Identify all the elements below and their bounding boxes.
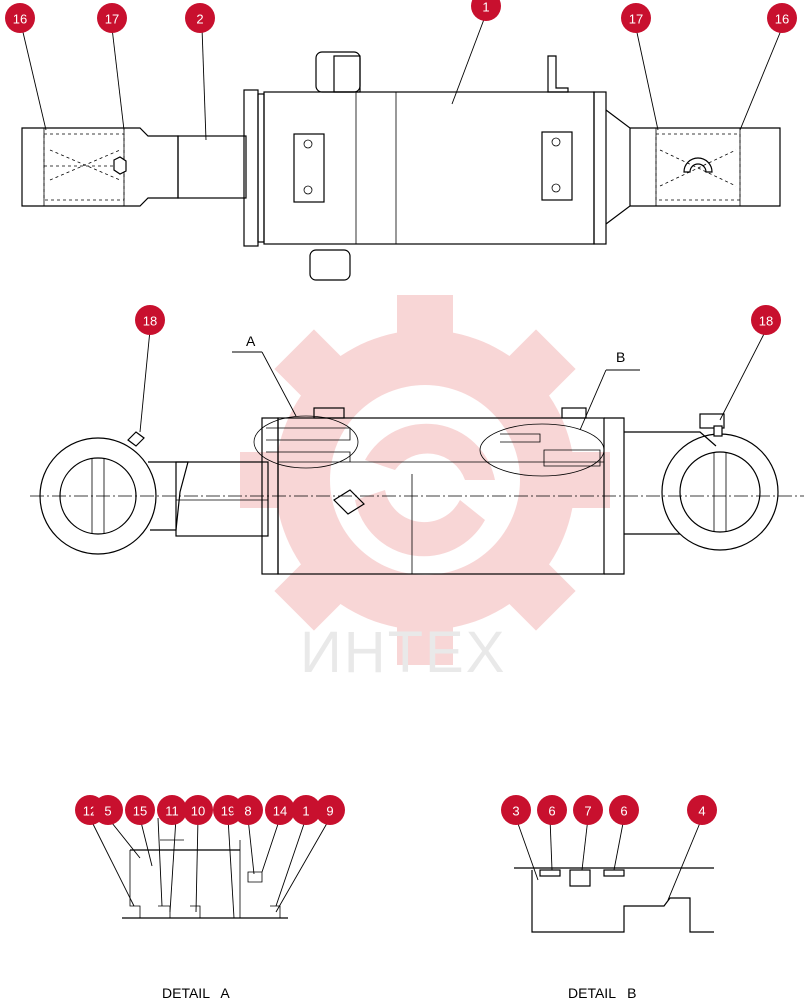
callout-circle bbox=[501, 795, 531, 825]
watermark-text: ИНТЕХ bbox=[300, 620, 506, 685]
callout-circle bbox=[291, 795, 321, 825]
callout-5: 5 bbox=[93, 795, 123, 825]
callout-label: 11 bbox=[165, 804, 179, 819]
callout-label: 6 bbox=[548, 804, 555, 819]
watermark-logo: ИНТЕХ bbox=[240, 295, 610, 685]
callout-10: 10 bbox=[183, 795, 213, 825]
callout-16b: 16 bbox=[767, 3, 797, 33]
detail-letter-a: A bbox=[246, 333, 256, 349]
detail-b-leaders bbox=[515, 817, 703, 901]
callout-label: 19 bbox=[221, 804, 235, 819]
callout-label: 1 bbox=[302, 804, 309, 819]
callout-2: 2 bbox=[185, 3, 215, 33]
detail-a-drawing bbox=[122, 839, 288, 919]
detail-b-drawing bbox=[514, 867, 714, 933]
callout-circle bbox=[265, 795, 295, 825]
callout-label: 8 bbox=[244, 804, 251, 819]
callout-4: 4 bbox=[687, 795, 717, 825]
callout-circle bbox=[609, 795, 639, 825]
callout-1: 1 bbox=[471, 0, 501, 21]
detail-a-title: DETAIL A bbox=[162, 985, 230, 1000]
top-view-cylinder bbox=[21, 51, 781, 281]
callout-label: 1 bbox=[482, 0, 489, 15]
callout-18b: 18 bbox=[751, 305, 781, 335]
callout-circle bbox=[537, 795, 567, 825]
callout-circle bbox=[135, 305, 165, 335]
main-leaders bbox=[21, 13, 783, 433]
callout-15: 15 bbox=[125, 795, 155, 825]
callout-label: 4 bbox=[698, 804, 705, 819]
callout-circle bbox=[157, 795, 187, 825]
callout-label: 17 bbox=[105, 12, 119, 27]
callout-circle bbox=[687, 795, 717, 825]
callout-circle bbox=[573, 795, 603, 825]
callout-label: 6 bbox=[620, 804, 627, 819]
callout-6a: 6 bbox=[537, 795, 567, 825]
detail-a-leaders bbox=[89, 817, 331, 919]
callout-label: 18 bbox=[143, 314, 157, 329]
callout-18a: 18 bbox=[135, 305, 165, 335]
callout-8: 8 bbox=[233, 795, 263, 825]
callout-label: 15 bbox=[133, 804, 147, 819]
callout-11: 11 bbox=[157, 795, 187, 825]
callout-circle bbox=[751, 305, 781, 335]
callout-label: 16 bbox=[775, 12, 789, 27]
callout-circle bbox=[233, 795, 263, 825]
callout-14: 14 bbox=[265, 795, 295, 825]
callout-circle bbox=[93, 795, 123, 825]
callout-label: 14 bbox=[273, 804, 287, 819]
callout-circle bbox=[767, 3, 797, 33]
callout-label: 16 bbox=[13, 12, 27, 27]
callout-7: 7 bbox=[573, 795, 603, 825]
detail-b-title: DETAIL B bbox=[568, 985, 636, 1000]
callout-9: 9 bbox=[315, 795, 345, 825]
callout-17b: 17 bbox=[621, 3, 651, 33]
callout-label: 9 bbox=[326, 804, 333, 819]
callout-label: 3 bbox=[512, 804, 519, 819]
callout-label: 5 bbox=[104, 804, 111, 819]
callout-label: 2 bbox=[196, 12, 203, 27]
detail-letter-b: B bbox=[616, 349, 625, 365]
callout-17a: 17 bbox=[97, 3, 127, 33]
callout-label: 10 bbox=[191, 804, 205, 819]
callout-circle bbox=[315, 795, 345, 825]
side-view-cylinder bbox=[30, 407, 804, 575]
callout-label: 17 bbox=[629, 12, 643, 27]
callout-3: 3 bbox=[501, 795, 531, 825]
callout-circle bbox=[97, 3, 127, 33]
callout-circle bbox=[185, 3, 215, 33]
callout-circle bbox=[471, 0, 501, 21]
callout-label: 18 bbox=[759, 314, 773, 329]
callout-13: 1 bbox=[291, 795, 321, 825]
detail-marker-a: A bbox=[232, 333, 297, 417]
callout-circle bbox=[125, 795, 155, 825]
callout-circle bbox=[5, 3, 35, 33]
callout-16a: 16 bbox=[5, 3, 35, 33]
callout-circle bbox=[183, 795, 213, 825]
detail-marker-b: B bbox=[579, 349, 640, 431]
callout-label: 7 bbox=[584, 804, 591, 819]
callout-6b: 6 bbox=[609, 795, 639, 825]
callout-circle bbox=[621, 3, 651, 33]
